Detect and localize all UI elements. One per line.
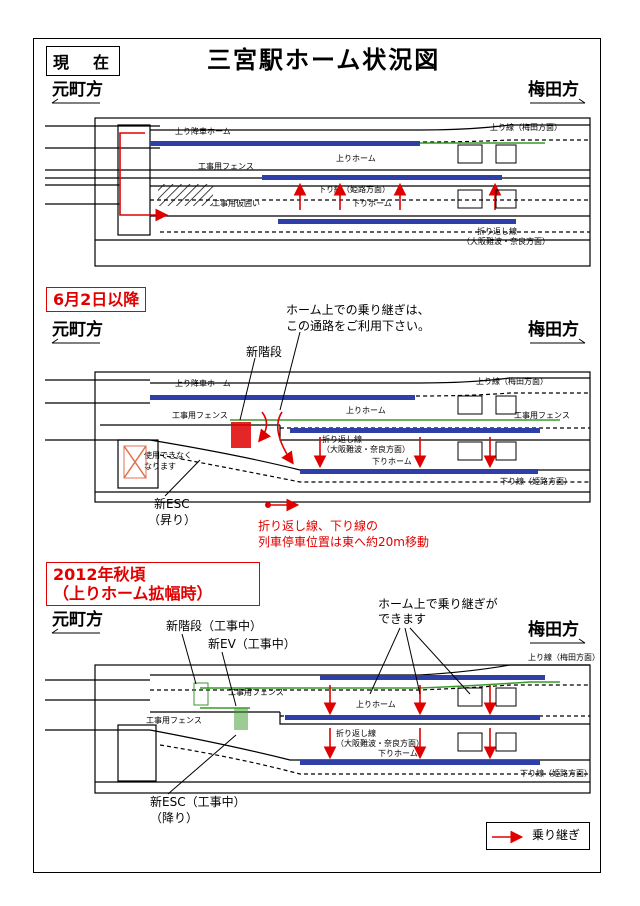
s2-notice-line1: 折り返し線、下り線の: [258, 519, 379, 533]
section3-right-direction: 梅田方: [528, 620, 579, 640]
s2-new-esc-direction: （昇り）: [148, 513, 197, 527]
s1-up-line-label: 上り線（梅田方面）: [490, 123, 562, 132]
s2-unavailable-area: [123, 445, 147, 479]
s2-up-line-label: 上り線（梅田方面）: [476, 377, 548, 386]
section2-right-direction: 梅田方: [528, 320, 579, 340]
section1-right-direction: 梅田方: [528, 80, 579, 100]
s1-stairs: [457, 144, 517, 209]
s1-structure: [45, 117, 591, 267]
section1-left-direction: 元町方: [52, 80, 103, 100]
s1-up-alight-platform-label: 上り降車ホーム: [175, 127, 231, 136]
s2-turnback-direction-label: （大阪難波・奈良方面）: [322, 445, 410, 454]
section2-header: 6月2日以降: [46, 287, 147, 313]
s3-callout-line1: ホーム上で乗り継ぎが: [378, 597, 498, 611]
s3-up-platform-label: 上りホーム: [356, 700, 396, 709]
s2-platforms: [150, 395, 540, 474]
section3-header: 2012年秋頃 （上りホーム拡幅時）: [46, 562, 260, 607]
s3-down-platform-label: 下りホーム: [378, 749, 418, 758]
section2-left-direction: 元町方: [52, 320, 103, 340]
s3-transfer-arrows: [323, 685, 524, 844]
diagram-frame: [33, 38, 601, 873]
s3-callout-line2: できます: [378, 612, 427, 626]
s3-stairs: [457, 687, 517, 752]
s1-up-platform-label: 上りホーム: [336, 154, 376, 163]
s1-down-platform-label: 下りホーム: [352, 199, 392, 208]
s3-turnback-line-label: 折り返し線: [336, 729, 376, 738]
s2-notice-line2: 列車停車位置は東へ約20m移動: [258, 535, 429, 549]
s3-new-stairs-label: 新階段（工事中）: [166, 619, 263, 633]
direction-arrows: [51, 98, 586, 644]
s2-fence-left-label: 工事用フェンス: [172, 411, 228, 420]
s1-fence-label: 工事用フェンス: [198, 162, 254, 171]
s1-transfer-arrows: [119, 132, 502, 222]
s3-fence1-label: 工事用フェンス: [228, 688, 284, 697]
s2-new-stairs: [231, 422, 251, 448]
s2-new-stairs-label: 新階段: [246, 345, 283, 359]
s2-unavailable-line1: 使用できなく: [144, 451, 192, 460]
s3-green-fence: [200, 681, 560, 689]
s3-fence2-label: 工事用フェンス: [146, 716, 202, 725]
s2-down-platform-label: 下りホーム: [372, 457, 412, 466]
s3-callout-lines: [167, 627, 471, 795]
s3-structure: [45, 664, 591, 794]
s3-up-line-label: 上り線（梅田方面）: [528, 653, 600, 662]
s1-temp-enclosure: [158, 184, 213, 206]
section3-left-direction: 元町方: [52, 610, 103, 630]
s2-fence-right-label: 工事用フェンス: [514, 411, 570, 420]
s3-platforms: [285, 675, 545, 765]
s1-down-line-label: 下り線（姫路方面）: [318, 185, 390, 194]
s2-transfer-arrows: [258, 411, 497, 512]
s3-new-esc-label: 新ESC（工事中）: [150, 795, 246, 809]
s3-turnback-direction-label: （大阪難波・奈良方面）: [336, 739, 424, 748]
section3-header-line2: （上りホーム拡幅時）: [53, 584, 213, 604]
s3-new-stairs: [193, 682, 209, 706]
legend-box: [486, 822, 590, 850]
s2-up-platform-label: 上りホーム: [346, 406, 386, 415]
s1-turnback-direction-label: （大阪難波・奈良方面）: [462, 237, 550, 246]
s2-callout-line2: この通路をご利用下さい。: [286, 319, 431, 333]
s2-structure: [45, 371, 591, 503]
s2-unavailable-line2: なります: [144, 462, 176, 471]
s1-platforms: [150, 141, 516, 224]
s3-new-ev-label: 新EV（工事中）: [208, 637, 296, 651]
s2-callout-lines: [164, 331, 301, 497]
section3-header-line1: 2012年秋頃: [53, 565, 146, 584]
legend-label: 乗り継ぎ: [532, 828, 581, 842]
s2-notice-dot: [265, 502, 271, 508]
s3-new-esc-direction: （降り）: [150, 811, 199, 825]
s2-stairs: [457, 395, 517, 461]
section1-header: 現 在: [46, 46, 121, 76]
s2-new-esc-label: 新ESC: [154, 497, 190, 511]
s2-callout-line1: ホーム上での乗り継ぎは、: [286, 303, 430, 317]
s2-unavailable-cross: [123, 445, 147, 479]
page-title: 三宮駅ホーム状況図: [207, 46, 441, 74]
s1-temp-enclosure-label: 工事用仮囲い: [212, 199, 260, 208]
s3-new-escalator: [234, 708, 248, 730]
